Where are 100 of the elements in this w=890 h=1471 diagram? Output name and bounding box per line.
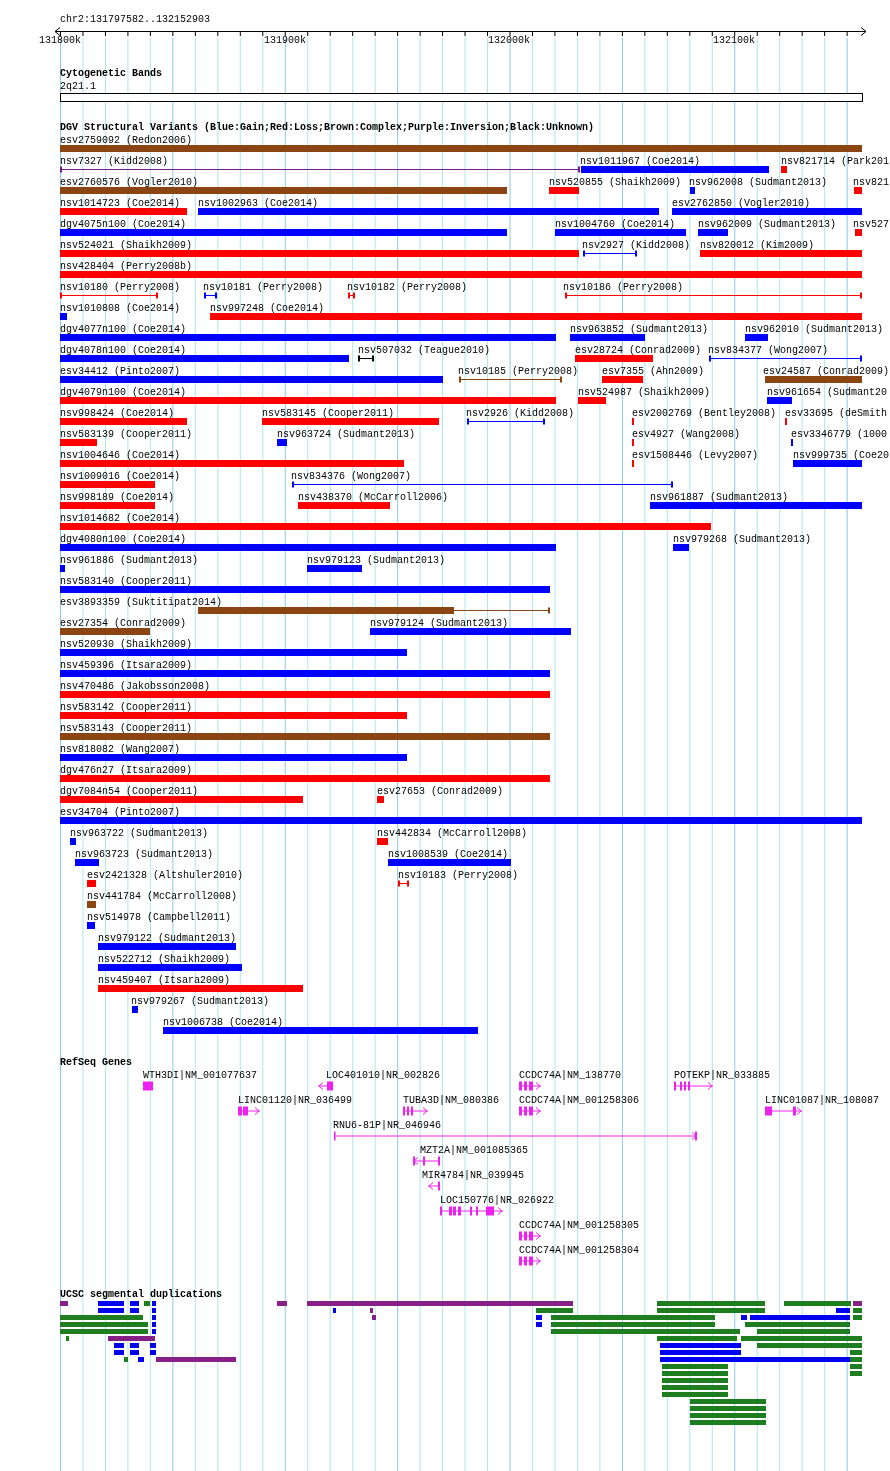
variant-label: esv2002769 (Bentley2008) — [632, 408, 777, 419]
gene-label: POTEKP|NR_033885 — [674, 1070, 770, 1081]
coordinate-range-label: chr2:131797582..132152903 — [60, 14, 211, 25]
variant-label: dgv476n27 (Itsara2009) — [60, 765, 193, 776]
variant-label: esv33695 (deSmith — [785, 408, 888, 419]
variant-label: nsv459407 (Itsara2009) — [98, 975, 231, 986]
axis-tick-label: 132000k — [488, 35, 530, 46]
variant-label: nsv520930 (Shaikh2009) — [60, 639, 193, 650]
variant-label: nsv10185 (Perry2008) — [458, 366, 579, 377]
variant-label: nsv527 — [853, 219, 889, 230]
variant-label: nsv962008 (Sudmant2013) — [689, 177, 828, 188]
variant-label: esv27653 (Conrad2009) — [377, 786, 504, 797]
variant-label: esv4927 (Wang2008) — [632, 429, 741, 440]
variant-label: nsv1009016 (Coe2014) — [60, 471, 181, 482]
variant-label: esv27354 (Conrad2009) — [60, 618, 187, 629]
variant-label: nsv818082 (Wang2007) — [60, 744, 181, 755]
variant-label: nsv583140 (Cooper2011) — [60, 576, 193, 587]
track-title: Cytogenetic Bands — [60, 68, 163, 79]
variant-label: nsv821714 (Park201 — [781, 156, 890, 167]
variant-label: nsv10183 (Perry2008) — [398, 870, 519, 881]
variant-label: nsv963723 (Sudmant2013) — [75, 849, 214, 860]
variant-label: esv2759092 (Redon2006) — [60, 135, 193, 146]
variant-label: esv3893359 (Suktitipat2014) — [60, 597, 223, 608]
variant-label: dgv4077n100 (Coe2014) — [60, 324, 187, 335]
variant-label: nsv583143 (Cooper2011) — [60, 723, 193, 734]
variant-label: dgv4078n100 (Coe2014) — [60, 345, 187, 356]
variant-label: nsv583145 (Cooper2011) — [262, 408, 395, 419]
variant-label: nsv821 — [853, 177, 889, 188]
gene-label: MZT2A|NM_001085365 — [420, 1145, 529, 1156]
variant-label: nsv1014682 (Coe2014) — [60, 513, 181, 524]
variant-label: nsv962009 (Sudmant2013) — [698, 219, 837, 230]
variant-label: nsv2926 (Kidd2008) — [466, 408, 575, 419]
axis-tick-label: 131800k — [39, 35, 81, 46]
track-title: UCSC segmental duplications — [60, 1289, 223, 1300]
gene-label: CCDC74A|NM_001258306 — [519, 1095, 640, 1106]
variant-label: nsv441784 (McCarroll2008) — [87, 891, 238, 902]
variant-label: nsv10182 (Perry2008) — [347, 282, 468, 293]
gene-label: LOC401010|NR_002826 — [326, 1070, 441, 1081]
axis-tick-label: 131900k — [264, 35, 306, 46]
variant-label: esv28724 (Conrad2009) — [575, 345, 702, 356]
variant-label: nsv963722 (Sudmant2013) — [70, 828, 209, 839]
variant-label: nsv459396 (Itsara2009) — [60, 660, 193, 671]
variant-label: nsv834377 (Wong2007) — [708, 345, 829, 356]
gene-label: LOC150776|NR_026922 — [440, 1195, 555, 1206]
variant-label: nsv442834 (McCarroll2008) — [377, 828, 528, 839]
variant-label: nsv522712 (Shaikh2009) — [98, 954, 231, 965]
variant-label: nsv524021 (Shaikh2009) — [60, 240, 193, 251]
variant-label: esv2421328 (Altshuler2010) — [87, 870, 244, 881]
variant-label: dgv4075n100 (Coe2014) — [60, 219, 187, 230]
variant-label: nsv10181 (Perry2008) — [203, 282, 324, 293]
variant-label: nsv1011967 (Coe2014) — [580, 156, 701, 167]
variant-label: dgv4079n100 (Coe2014) — [60, 387, 187, 398]
variant-label: nsv1002963 (Coe2014) — [198, 198, 319, 209]
variant-label: nsv998189 (Coe2014) — [60, 492, 175, 503]
variant-label: nsv1006738 (Coe2014) — [163, 1017, 284, 1028]
variant-label: nsv963852 (Sudmant2013) — [570, 324, 709, 335]
variant-label: esv34704 (Pinto2007) — [60, 807, 181, 818]
variant-label: nsv963724 (Sudmant2013) — [277, 429, 416, 440]
variant-label: nsv961886 (Sudmant2013) — [60, 555, 199, 566]
variant-label: nsv1014723 (Coe2014) — [60, 198, 181, 209]
variant-label: nsv583142 (Cooper2011) — [60, 702, 193, 713]
variant-label: esv34412 (Pinto2007) — [60, 366, 181, 377]
variant-label: nsv979122 (Sudmant2013) — [98, 933, 237, 944]
gene-label: CCDC74A|NM_001258304 — [519, 1245, 640, 1256]
variant-label: nsv979267 (Sudmant2013) — [131, 996, 270, 1007]
track-title: DGV Structural Variants (Blue:Gain;Red:Loss;Brown:Complex;Purple:Inversion;Black:Unknown) — [60, 122, 595, 133]
variant-label: esv2762850 (Vogler2010) — [672, 198, 811, 209]
variant-label: nsv520855 (Shaikh2009) — [549, 177, 682, 188]
variant-label: nsv979123 (Sudmant2013) — [307, 555, 446, 566]
variant-label: nsv834376 (Wong2007) — [291, 471, 412, 482]
variant-label: esv7355 (Ahn2009) — [602, 366, 705, 377]
variant-label: nsv820012 (Kim2009) — [700, 240, 815, 251]
variant-label: nsv583139 (Cooper2011) — [60, 429, 193, 440]
band-label: 2q21.1 — [60, 81, 96, 92]
gene-label: TUBA3D|NM_080386 — [403, 1095, 499, 1106]
variant-label: nsv979268 (Sudmant2013) — [673, 534, 812, 545]
variant-label: nsv1004760 (Coe2014) — [555, 219, 676, 230]
gene-label: LINC01087|NR_108087 — [765, 1095, 880, 1106]
axis-tick-label: 132100k — [713, 35, 755, 46]
variant-label: nsv470486 (Jakobsson2008) — [60, 681, 211, 692]
gene-label: WTH3DI|NM_001077637 — [143, 1070, 258, 1081]
variant-label: nsv961887 (Sudmant2013) — [650, 492, 789, 503]
variant-label: nsv514978 (Campbell2011) — [87, 912, 232, 923]
gene-label: RNU6-81P|NR_046946 — [333, 1120, 442, 1131]
variant-label: nsv961654 (Sudmant20 — [767, 387, 888, 398]
variant-label: nsv438370 (McCarroll2006) — [298, 492, 449, 503]
variant-label: dgv7084n54 (Cooper2011) — [60, 786, 199, 797]
variant-label: nsv7327 (Kidd2008) — [60, 156, 169, 167]
gene-label: CCDC74A|NM_001258305 — [519, 1220, 640, 1231]
variant-label: nsv979124 (Sudmant2013) — [370, 618, 509, 629]
variant-label: nsv2927 (Kidd2008) — [582, 240, 691, 251]
variant-label: esv24587 (Conrad2009) — [763, 366, 890, 377]
variant-label: nsv507032 (Teague2010) — [358, 345, 491, 356]
variant-label: esv3346779 (1000 — [791, 429, 887, 440]
variant-label: nsv428404 (Perry2008b) — [60, 261, 193, 272]
variant-label: nsv997248 (Coe2014) — [210, 303, 325, 314]
variant-label: nsv524987 (Shaikh2009) — [578, 387, 711, 398]
variant-label: nsv999735 (Coe20 — [793, 450, 889, 461]
variant-label: nsv962010 (Sudmant2013) — [745, 324, 884, 335]
track-title: RefSeq Genes — [60, 1057, 132, 1068]
